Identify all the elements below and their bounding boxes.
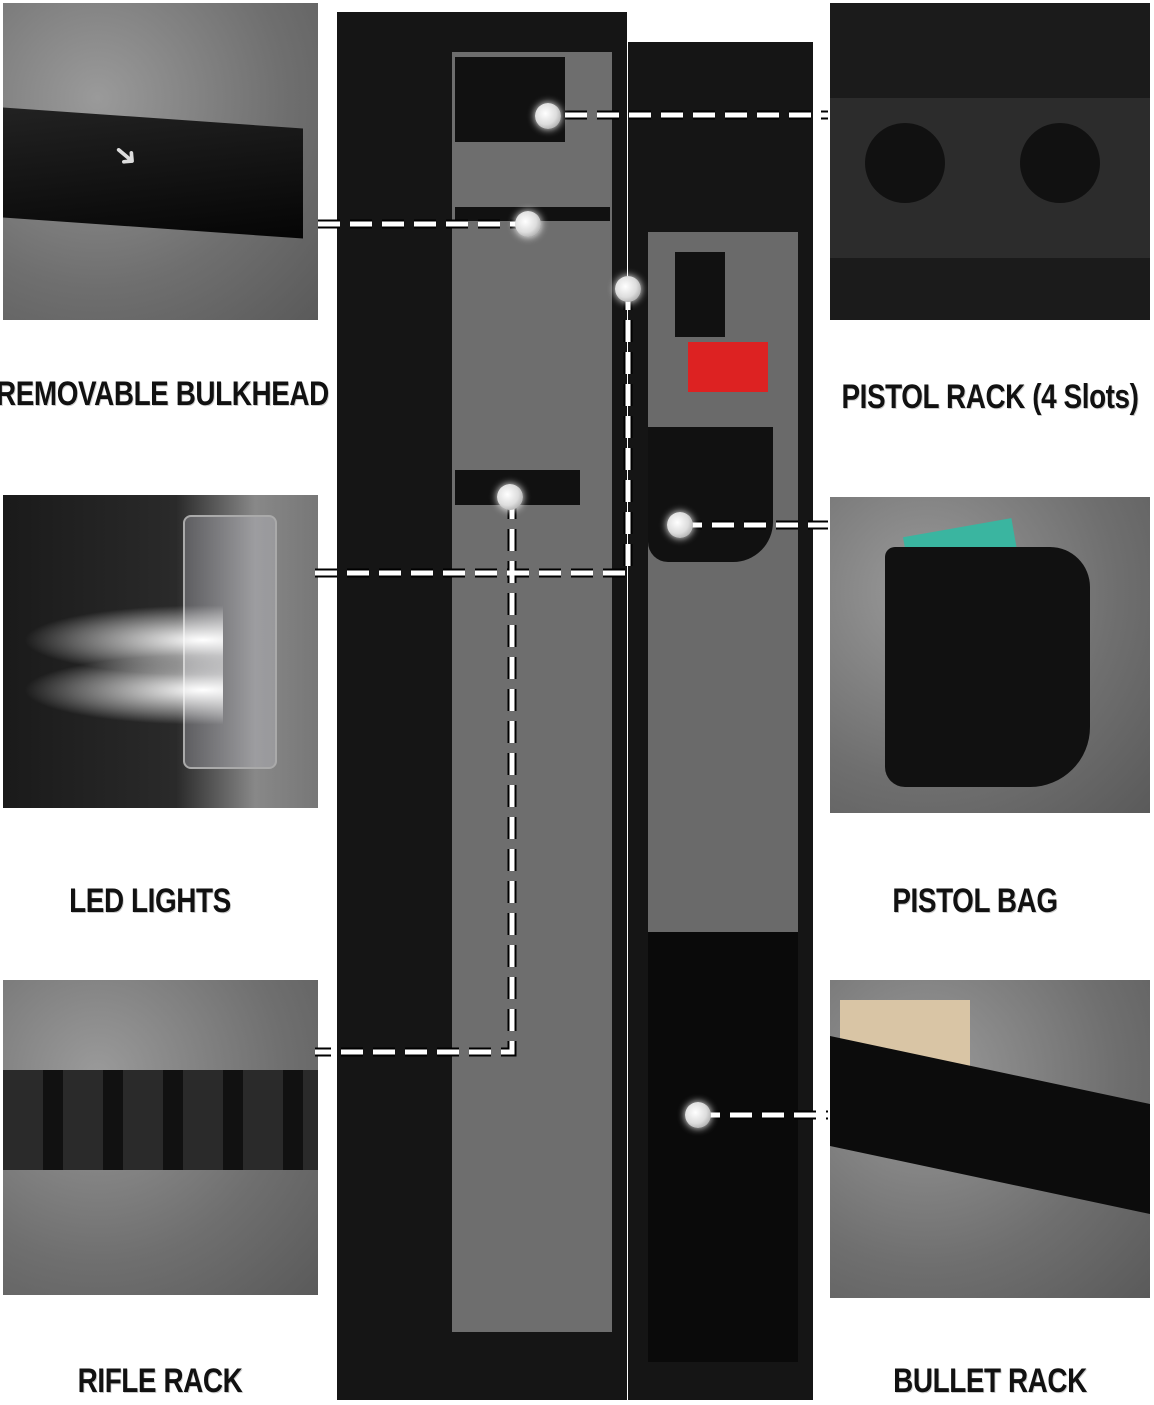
battery-box	[675, 252, 725, 337]
label-removable-bulkhead: REMOVABLE BULKHEAD	[0, 375, 329, 413]
label-bullet-rack: BULLET RACK	[893, 1362, 1087, 1400]
callout-dot	[515, 211, 541, 237]
callout-dot	[497, 484, 523, 510]
callout-dot	[535, 103, 561, 129]
label-rifle-rack: RIFLE RACK	[77, 1362, 243, 1400]
pistol-bag-photo	[830, 497, 1150, 813]
pistol-rack-photo	[830, 3, 1150, 320]
safe-interior	[452, 52, 612, 1332]
bullet-rack	[648, 932, 798, 1362]
led-lights-photo	[3, 495, 318, 808]
warning-sticker	[688, 342, 768, 392]
label-led-lights: LED LIGHTS	[69, 882, 231, 920]
callout-dot	[615, 276, 641, 302]
label-pistol-bag: PISTOL BAG	[892, 882, 1058, 920]
gun-safe-body	[337, 12, 627, 1400]
bulkhead-photo: ➜	[3, 3, 318, 320]
bullet-rack-photo	[830, 980, 1150, 1298]
rifle-rack-photo	[3, 980, 318, 1295]
callout-dot	[667, 512, 693, 538]
safe-door	[628, 42, 813, 1400]
callout-dot	[685, 1102, 711, 1128]
pistol-bag	[648, 427, 773, 562]
label-pistol-rack: PISTOL RACK (4 Slots)	[841, 378, 1139, 416]
